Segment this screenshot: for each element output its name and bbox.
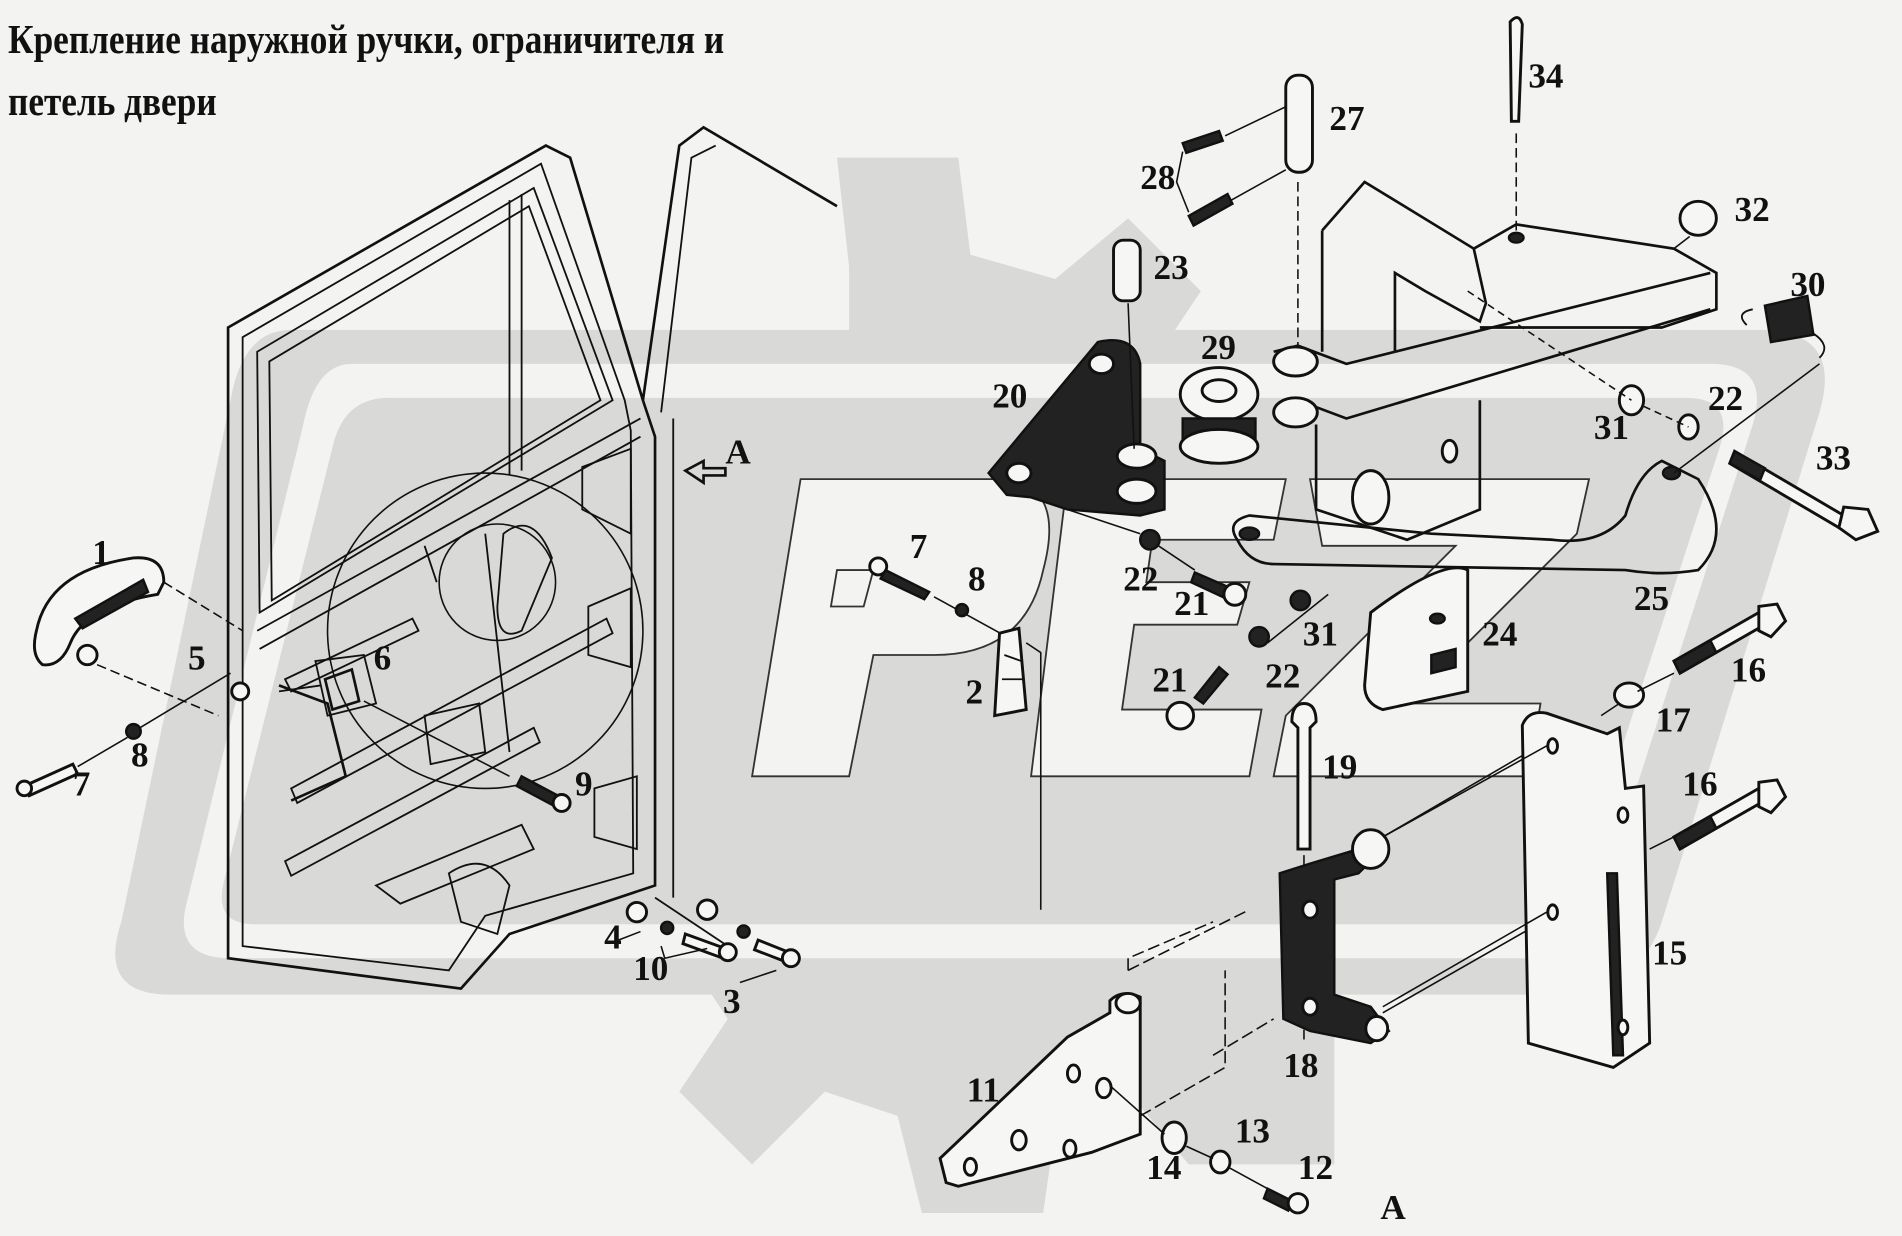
callout-1: 1 [92, 533, 110, 572]
part-28-spring-pins [1175, 106, 1287, 228]
part-7-bolt-center [868, 556, 1008, 638]
part-4-10-3-fasteners [618, 898, 801, 984]
part-29-roller [1178, 366, 1260, 465]
watermark-letter-e [1030, 478, 1287, 778]
watermark-frame-core [221, 397, 1724, 925]
callout-13: 13 [1235, 1112, 1270, 1151]
part-5-bushing [230, 681, 251, 702]
callout-32: 32 [1735, 190, 1770, 229]
part-15-bracket [1382, 711, 1652, 1069]
part-20-hinge-bracket [987, 339, 1166, 517]
callout-3: 3 [723, 982, 741, 1021]
part-12-13-14-fasteners [1109, 1085, 1310, 1215]
callout-34: 34 [1528, 56, 1563, 95]
part-9-screw [363, 700, 572, 813]
callout-7-center: 7 [910, 527, 928, 566]
part-23-pin [1112, 238, 1142, 449]
part-24-bracket [1363, 566, 1470, 712]
part-34-cotter-pin [1508, 16, 1524, 237]
callout-11: 11 [967, 1070, 1000, 1109]
diagram-title: Крепление наружной ручки, ограничителя и… [8, 8, 954, 132]
part-30-spring [1740, 294, 1826, 359]
callout-21-upper: 21 [1174, 584, 1209, 623]
callout-23: 23 [1154, 248, 1189, 287]
part-limiter-housing [1272, 180, 1718, 542]
callout-31-lower: 31 [1303, 614, 1338, 653]
callout-18: 18 [1283, 1046, 1318, 1085]
callout-2: 2 [966, 673, 984, 712]
callout-6: 6 [374, 639, 392, 678]
callout-19: 19 [1322, 748, 1357, 787]
callout-17: 17 [1656, 700, 1691, 739]
door-panel [226, 125, 838, 990]
part-16-17-bolts [1600, 602, 1788, 852]
callout-5: 5 [188, 639, 206, 678]
callout-21-lower: 21 [1152, 660, 1187, 699]
title-line-1: Крепление наружной ручки, ограничителя и [8, 16, 725, 62]
part-31-22-33-washers-bolt [1467, 290, 1880, 542]
callout-28: 28 [1140, 158, 1175, 197]
part-27-hinge-pin [1284, 73, 1314, 352]
callout-8-left: 8 [131, 736, 149, 775]
callout-22-left: 22 [1123, 560, 1158, 599]
part-11-hinge-plate [938, 921, 1226, 1188]
callout-22-right: 22 [1708, 379, 1743, 418]
callout-10: 10 [633, 949, 668, 988]
callout-9: 9 [575, 765, 593, 804]
view-marker-top: A [725, 432, 751, 471]
callout-labels: 1 2 3 4 5 6 7 7 8 8 9 10 11 12 13 14 15 … [73, 56, 1851, 1187]
part-18-hinge-half [1127, 751, 1554, 1056]
part-2-striker-plate [993, 626, 1042, 910]
view-marker-bottom: A [1380, 1188, 1406, 1227]
callout-25: 25 [1634, 579, 1669, 618]
callout-12: 12 [1298, 1148, 1333, 1187]
part-25-limiter-strap [1231, 363, 1820, 575]
callout-27: 27 [1329, 99, 1364, 138]
callout-7-left: 7 [73, 765, 91, 804]
callout-22-mid: 22 [1265, 657, 1300, 696]
callout-4: 4 [604, 918, 622, 957]
callout-30: 30 [1790, 265, 1825, 304]
callout-16-upper: 16 [1731, 651, 1766, 690]
part-21-22-bolts [1067, 508, 1329, 731]
callout-24: 24 [1482, 614, 1517, 653]
callout-31-upper: 31 [1594, 408, 1629, 447]
view-arrow-icon [682, 458, 727, 486]
part-32-bushing [1673, 199, 1718, 250]
callout-29: 29 [1201, 328, 1236, 367]
callout-16-lower: 16 [1682, 765, 1717, 804]
callout-20: 20 [992, 377, 1027, 416]
callout-8-center: 8 [968, 560, 986, 599]
part-6-lock-rod [278, 667, 361, 712]
part-7-bolt-left [15, 672, 231, 798]
callout-33: 33 [1816, 438, 1851, 477]
title-line-2: петель двери [8, 78, 217, 124]
part-1-outer-handle [32, 556, 244, 717]
callout-15: 15 [1652, 933, 1687, 972]
callout-14: 14 [1146, 1148, 1181, 1187]
